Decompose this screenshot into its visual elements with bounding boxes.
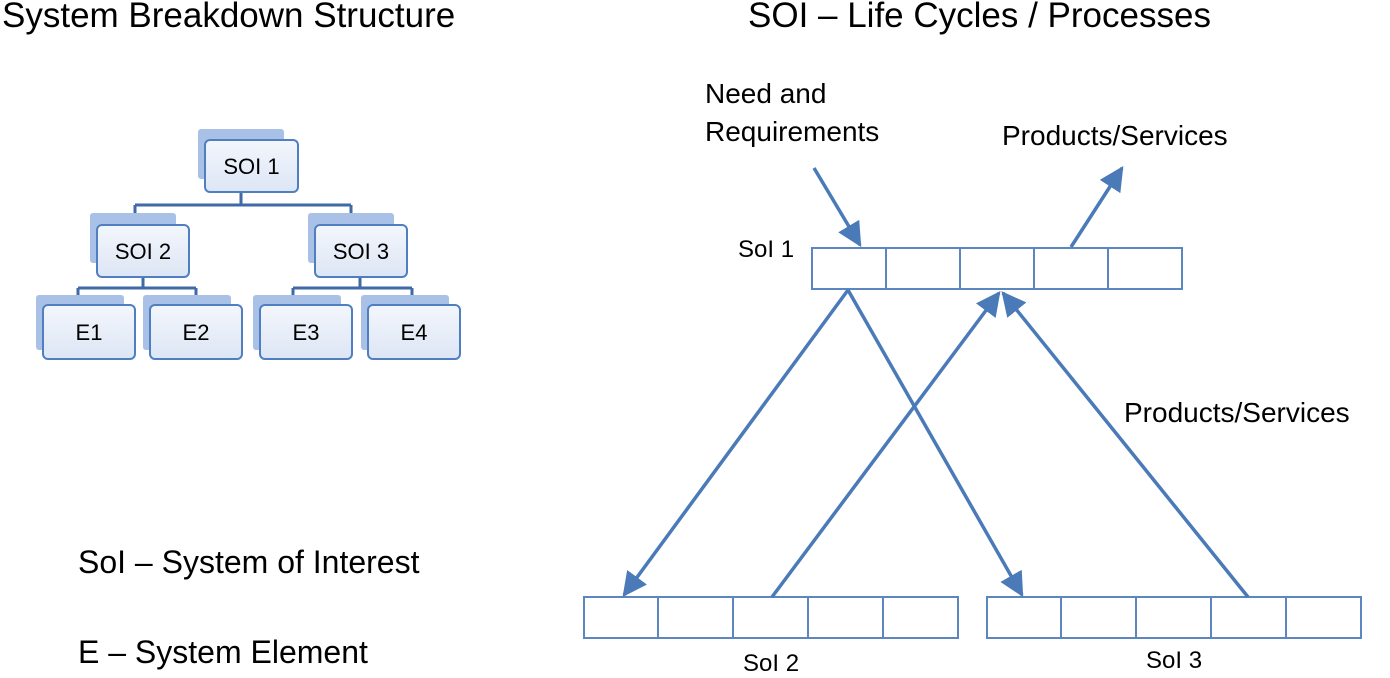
tree-node-e3: E3	[253, 295, 353, 360]
tree-node-e4: E4	[361, 295, 461, 360]
left-title: System Breakdown Structure	[2, 0, 456, 35]
tree-node-soi1: SOI 1	[198, 129, 299, 193]
legend-element: E – System Element	[78, 634, 368, 670]
sol2-label: SoI 2	[743, 650, 800, 677]
products-services-top-label: Products/Services	[1002, 120, 1228, 151]
tree-node-soi2-label: SOI 2	[115, 239, 171, 264]
sol3-to-sol1-arrow	[1001, 291, 1250, 599]
tree-node-soi1-label: SOI 1	[223, 154, 279, 179]
sol2-strip	[583, 596, 959, 639]
products-out-arrow	[1069, 165, 1124, 248]
tree-node-e2: E2	[143, 295, 243, 360]
tree-node-e3-label: E3	[293, 320, 320, 345]
tree-node-soi2: SOI 2	[90, 213, 190, 278]
need-requirements-label: Need and Requirements	[705, 78, 880, 147]
right-title: SOI – Life Cycles / Processes	[748, 0, 1211, 35]
sol2-to-sol1-arrow	[770, 291, 1001, 599]
products-services-right-label: Products/Services	[1124, 397, 1350, 428]
legend-soi: SoI – System of Interest	[78, 544, 420, 580]
lifecycle-arrows	[622, 165, 1250, 599]
sol1-to-sol2-arrow	[622, 288, 850, 597]
sol1-to-sol3-arrow	[846, 289, 1024, 598]
sol1-strip	[811, 247, 1183, 290]
sol3-label: SoI 3	[1146, 647, 1203, 674]
tree-node-e1-label: E1	[76, 320, 103, 345]
tree-node-soi3-label: SOI 3	[333, 239, 389, 264]
tree-node-soi3: SOI 3	[308, 213, 408, 278]
tree-node-e2-label: E2	[183, 320, 210, 345]
sol1-label: SoI 1	[738, 236, 795, 263]
sol3-strip	[986, 596, 1362, 639]
tree-node-e4-label: E4	[401, 320, 428, 345]
tree-node-e1: E1	[36, 295, 136, 360]
need-arrow	[812, 167, 862, 248]
